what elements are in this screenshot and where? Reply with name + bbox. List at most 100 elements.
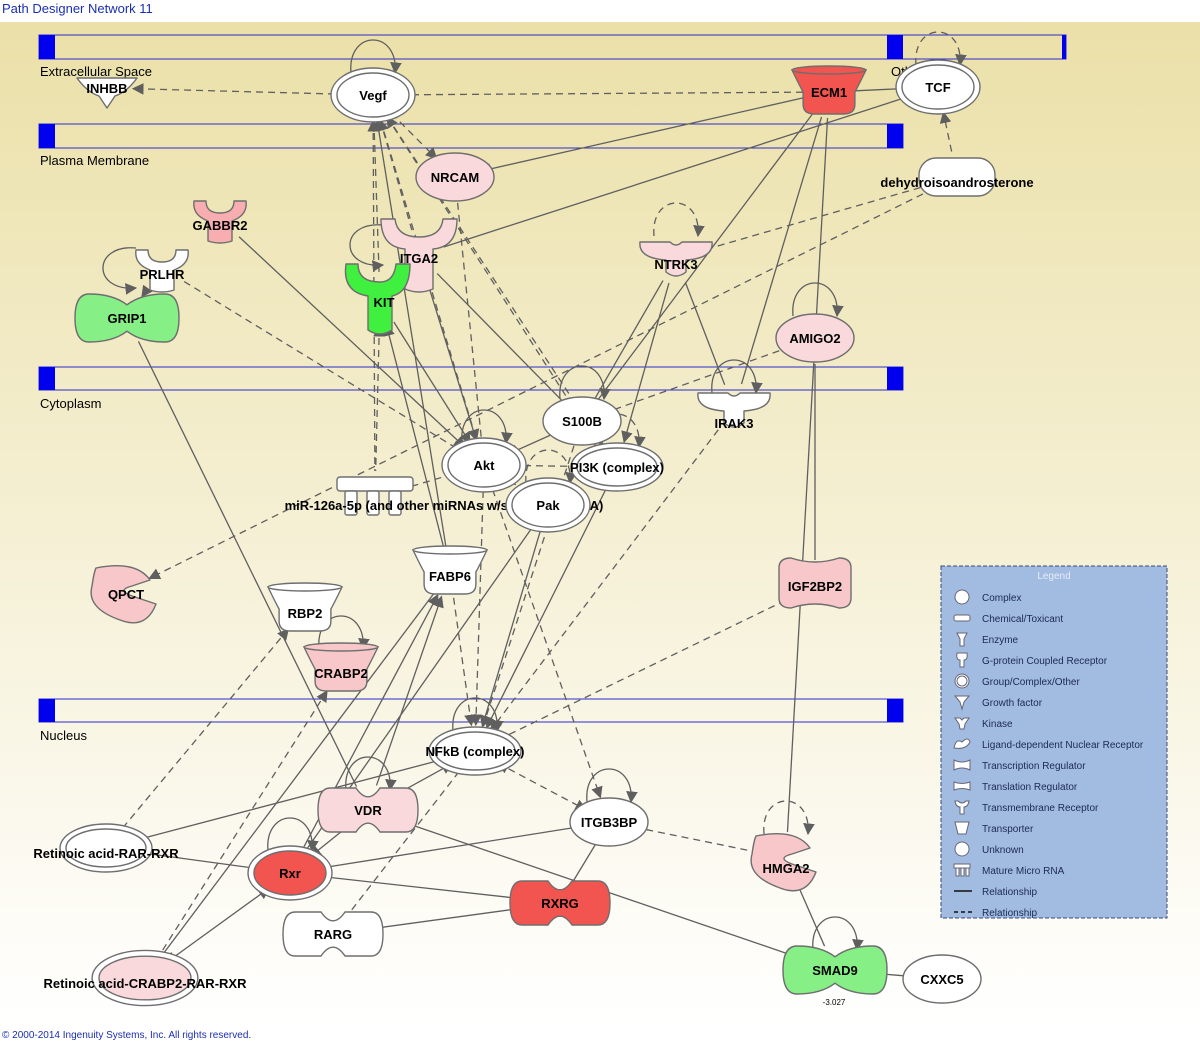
node-rxr[interactable]: Rxr [247, 845, 333, 901]
node-label-s100b: S100B [562, 414, 602, 429]
edge-nrcam-akt [456, 202, 483, 440]
edge-itgb3bp-hmga2 [634, 826, 761, 854]
node-smad9[interactable]: SMAD9 [782, 945, 888, 995]
node-label-inhbb: INHBB [86, 81, 127, 96]
edge-vegf-nrcam [390, 112, 438, 160]
node-retinoicrar[interactable]: Retinoic acid-RAR-RXR [33, 823, 179, 873]
edge-hmga2-smad9 [795, 881, 826, 947]
legend-label: Transporter [982, 824, 1034, 835]
edge-ecm1-vegf [398, 91, 804, 96]
node-label-rbp2: RBP2 [288, 606, 323, 621]
node-gabbr2[interactable]: GABBR2 [193, 200, 248, 244]
node-nfkb[interactable]: NFkB (complex) [426, 726, 525, 776]
node-nrcam[interactable]: NRCAM [415, 152, 495, 202]
edge-amigo2-s100b [606, 346, 791, 413]
node-label-dehydroisoandrosterone: dehydroisoandrosterone [880, 175, 1033, 190]
node-vdr[interactable]: VDR [317, 787, 419, 833]
node-ecm1[interactable]: ECM1 [790, 65, 868, 115]
edge-gabbr2-akt [238, 236, 466, 449]
node-prlhr[interactable]: PRLHR [135, 249, 189, 293]
node-tcf[interactable]: TCF [895, 59, 981, 115]
legend-item-dashed-line: Relationship [954, 908, 1037, 919]
node-itgb3bp[interactable]: ITGB3BP [569, 797, 649, 847]
edge-crabp2-retinoiccrabp2 [158, 689, 328, 957]
edge-retinoicrar-rxr [131, 850, 266, 874]
legend-item-transmembrane-receptor: Transmembrane Receptor [954, 800, 1099, 815]
legend-item-ligand-receptor: Ligand-dependent Nuclear Receptor [953, 738, 1144, 751]
node-label-smad9: SMAD9 [812, 963, 858, 978]
legend-label: Relationship [982, 908, 1037, 919]
edge-grip1-vdr [137, 341, 358, 787]
node-grip1[interactable]: GRIP1 [74, 293, 180, 343]
edge-akt-itgb3bp [491, 489, 603, 799]
edge-nfkb-retinoicrar [130, 756, 451, 843]
node-pi3k[interactable]: PI3K (complex) [570, 442, 664, 492]
legend-label: Transcription Regulator [982, 761, 1086, 772]
legend-label: Group/Complex/Other [982, 677, 1080, 688]
edge-itgb3bp-rxr [314, 825, 584, 874]
node-label-kit: KIT [374, 295, 395, 310]
legend-item-unknown: Unknown [954, 841, 1024, 857]
edge-nfkb-rarg [348, 771, 460, 914]
edge-fabp6-vdr [375, 595, 444, 786]
node-retinoiccrabp2[interactable]: Retinoic acid-CRABP2-RAR-RXR [44, 949, 248, 1007]
node-label-rarg: RARG [314, 927, 352, 942]
node-vegf[interactable]: Vegf [330, 67, 416, 123]
edge-ntrk3-s100b [594, 280, 664, 399]
node-rbp2[interactable]: RBP2 [266, 582, 344, 632]
node-igf2bp2[interactable]: IGF2BP2 [778, 557, 852, 609]
nucleus-label: Nucleus [40, 728, 87, 743]
node-pak[interactable]: Pak [505, 477, 591, 533]
edge-dehydroisoandrosterone-ntrk3 [700, 183, 933, 252]
node-irak3[interactable]: IRAK3 [697, 392, 771, 431]
node-akt[interactable]: Akt [441, 437, 527, 493]
self-loop-nfkb [452, 697, 504, 733]
edge-dehydroisoandrosterone-qpct [148, 187, 935, 580]
node-inhbb[interactable]: INHBB [76, 77, 138, 109]
self-loop-irak3 [711, 359, 763, 395]
node-hmga2[interactable]: HMGA2 [750, 833, 817, 892]
legend-label: Chemical/Toxicant [982, 614, 1063, 625]
node-s100b[interactable]: S100B [542, 396, 622, 446]
node-label-gabbr2: GABBR2 [193, 218, 248, 233]
edge-ecm1-irak3 [740, 116, 823, 385]
self-loop-rxr [267, 817, 319, 853]
node-label-rxr: Rxr [279, 866, 301, 881]
edge-vegf-fabp6 [373, 119, 447, 547]
node-label-fabp6: FABP6 [429, 569, 471, 584]
legend-label: Kinase [982, 719, 1013, 730]
self-loop-akt [461, 409, 513, 445]
node-label-cxxc5: CXXC5 [920, 972, 963, 987]
legend-item-enzyme: Enzyme [956, 632, 1019, 647]
molecule-nodes: INHBB Vegf ECM1 TCF NRCAM dehydroisoandroster… [33, 59, 1034, 1007]
relationship-edges [102, 31, 967, 978]
node-ntrk3[interactable]: NTRK3 [639, 241, 713, 277]
node-itga2[interactable]: ITGA2 [380, 218, 458, 293]
node-rxrg[interactable]: RXRG [509, 880, 611, 926]
complex-icon [954, 589, 970, 605]
edge-vegf-kit [368, 119, 381, 275]
node-amigo2[interactable]: AMIGO2 [775, 313, 855, 363]
extracellular-label: Extracellular Space [40, 64, 152, 79]
smad9-value: -3.027 [823, 998, 846, 1007]
translation-regulator-icon [953, 781, 971, 791]
node-cxxc5[interactable]: CXXC5 [902, 954, 982, 1004]
node-rarg[interactable]: RARG [282, 911, 384, 957]
node-dehydroisoandrosterone[interactable]: dehydroisoandrosterone [880, 157, 1034, 197]
node-fabp6[interactable]: FABP6 [411, 545, 489, 595]
edge-fabp6-nfkb [452, 597, 476, 727]
legend-item-transporter: Transporter [954, 821, 1034, 835]
node-label-akt: Akt [474, 458, 496, 473]
node-crabp2[interactable]: CRABP2 [302, 642, 380, 692]
node-label-itgb3bp: ITGB3BP [581, 815, 638, 830]
self-loop-tcf [915, 31, 967, 67]
legend-label: Complex [982, 593, 1021, 604]
node-label-tcf: TCF [925, 80, 950, 95]
node-qpct[interactable]: QPCT [90, 565, 157, 624]
edge-kit-akt [393, 321, 471, 444]
edge-pak-nfkb [479, 529, 542, 728]
node-label-nfkb: NFkB (complex) [426, 744, 525, 759]
node-kit[interactable]: KIT [344, 263, 411, 335]
plasma_membrane-label: Plasma Membrane [40, 153, 149, 168]
legend-item-mirna: Mature Micro RNA [953, 863, 1065, 877]
